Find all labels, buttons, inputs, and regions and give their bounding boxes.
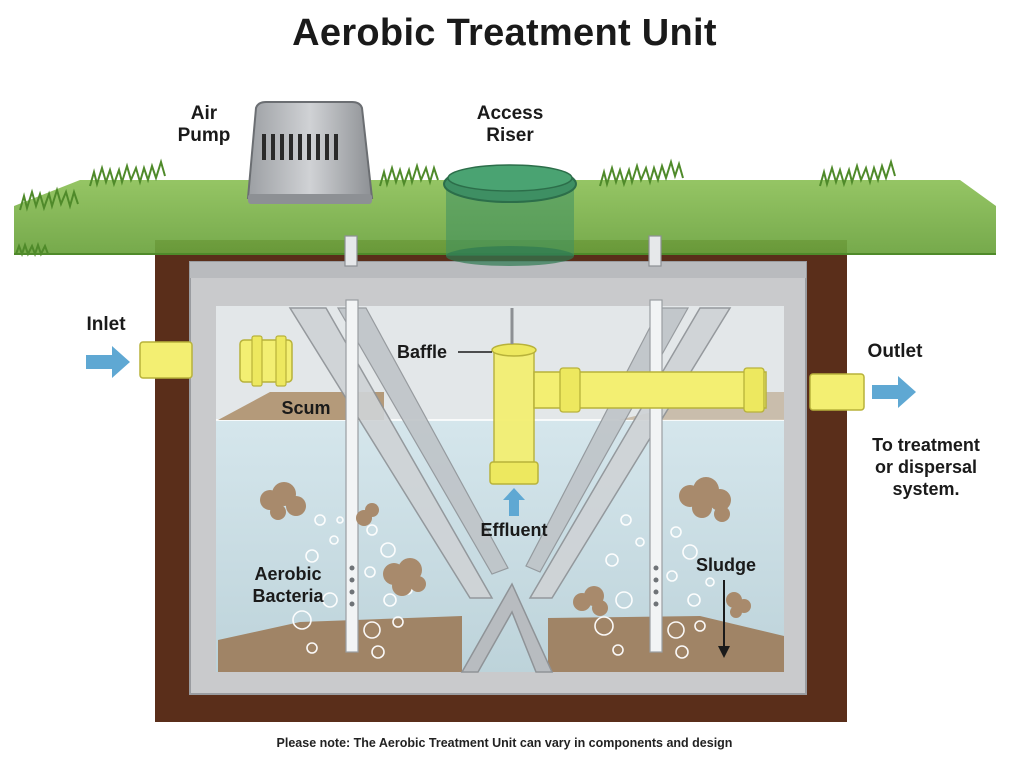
outlet-label: Outlet	[868, 341, 924, 362]
inlet-arrow-icon	[86, 346, 130, 378]
effluent-arrow-icon	[503, 488, 525, 516]
inlet-label: Inlet	[86, 314, 126, 335]
sludge-clumps	[260, 477, 751, 618]
air-pump-label-1: Air	[191, 103, 218, 124]
aerobic-bacteria-label-1: Aerobic	[254, 564, 321, 584]
outlet-destination-label-1: To treatment	[872, 435, 980, 455]
effluent-label: Effluent	[481, 520, 548, 540]
inlet-pipe	[139, 341, 193, 379]
vent-cap-left	[344, 235, 358, 267]
air-tube-left	[345, 299, 359, 653]
outlet-pipe	[809, 373, 865, 411]
baffle-label: Baffle	[397, 342, 447, 362]
outlet-destination-label-2: or dispersal	[875, 457, 977, 477]
sludge-layer-left	[218, 616, 462, 672]
vent-cap-right	[648, 235, 662, 267]
air-pump	[246, 101, 374, 204]
outlet-arrow-icon	[872, 376, 916, 408]
diffuser-holes	[349, 565, 659, 607]
sludge-arrow-icon	[718, 646, 730, 658]
access-riser-label-1: Access	[477, 103, 544, 124]
air-pump-label-2: Pump	[178, 125, 231, 146]
access-riser-label-2: Riser	[486, 125, 534, 146]
air-tube-right	[649, 299, 663, 653]
scum-label: Scum	[281, 398, 330, 418]
center-divider	[460, 582, 554, 673]
outlet-destination-label-3: system.	[892, 479, 959, 499]
scum-layer	[218, 392, 384, 420]
aerobic-bacteria-label-2: Bacteria	[252, 586, 324, 606]
diagram-title: Aerobic Treatment Unit	[292, 12, 717, 54]
grass-blades	[15, 158, 896, 257]
left-baffle-wall	[288, 307, 494, 599]
sludge-label: Sludge	[696, 555, 756, 575]
footnote: Please note: The Aerobic Treatment Unit …	[276, 736, 733, 750]
access-riser	[443, 164, 577, 266]
